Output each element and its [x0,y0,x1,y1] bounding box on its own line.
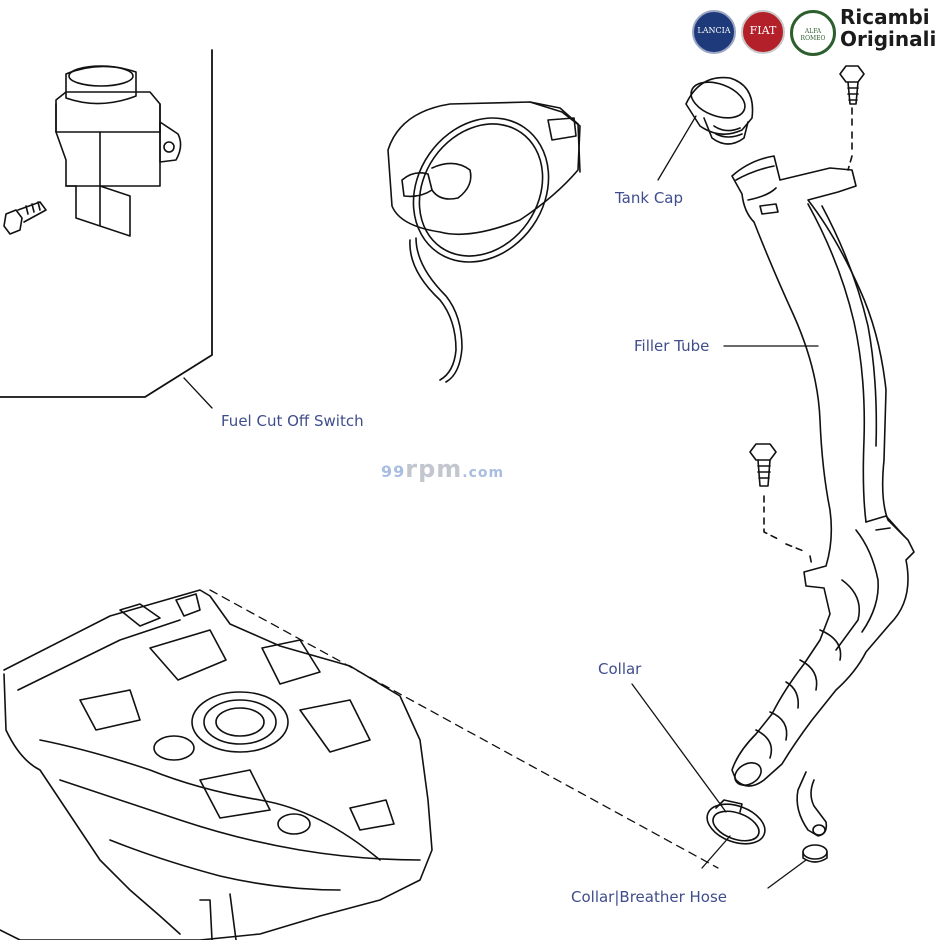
lancia-logo: LANCIA [692,10,736,54]
switch-bolt [3,201,47,235]
fuel-tank [0,589,433,940]
alfa-romeo-logo: ALFA ROMEO [790,10,836,56]
label-tank-cap: Tank Cap [615,189,684,207]
collar-leader [631,683,727,813]
watermark-part-2: rpm [405,455,463,483]
switch-panel-border [0,49,213,398]
filler-tube-bolt-top [839,65,865,105]
filler-tube-bolt-middle [749,443,777,487]
watermark-part-1: 99 [381,462,406,481]
filler-tube [731,155,915,837]
breather-leader [767,859,807,889]
fuel-cut-off-switch [55,65,182,237]
watermark: 99rpm.com [381,455,504,483]
tank-cap [685,76,754,145]
label-filler-tube: Filler Tube [634,337,710,355]
breather-collar [802,844,828,863]
bolt-top-leader [847,107,853,171]
tank-cap-leader [657,115,697,181]
tank-collar-leader [209,589,719,869]
watermark-part-3: .com [462,465,505,481]
bolt-middle-leader [763,495,813,567]
brand-line-2: Originali [840,27,937,51]
collar-leader-2 [701,835,731,869]
switch-leader [183,377,213,409]
fiat-logo: FIAT [741,10,785,54]
filler-flap [387,101,581,383]
brand-line-1: Ricambi [840,5,930,29]
label-collar: Collar [598,660,642,678]
brand-text: Ricambi Originali [840,6,936,50]
label-collar-breather-hose: Collar|Breather Hose [571,888,727,906]
label-fuel-cut-off-switch: Fuel Cut Off Switch [221,412,364,430]
collar-clamp [706,799,766,845]
